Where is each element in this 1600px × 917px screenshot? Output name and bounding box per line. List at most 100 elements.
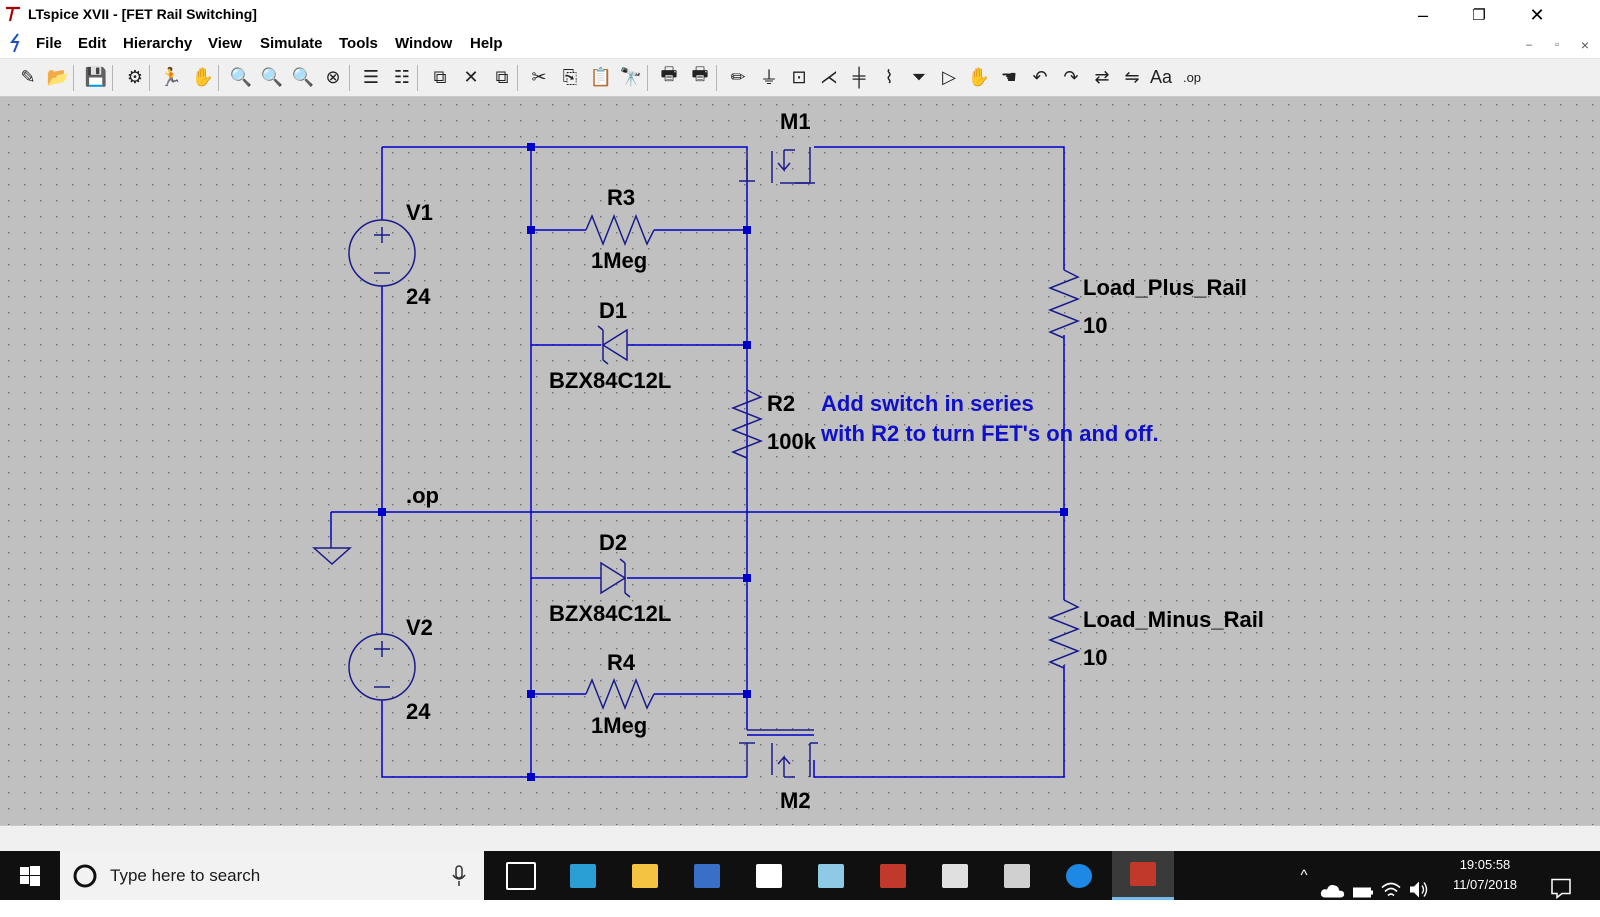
taskbar-search-box[interactable]: Type here to search (60, 851, 484, 900)
store-icon[interactable] (552, 851, 614, 900)
cascade-icon[interactable]: ⧉ (433, 66, 447, 87)
paint-icon[interactable] (986, 851, 1048, 900)
zoom-cancel-icon[interactable]: ⊗ (325, 66, 341, 87)
microphone-icon[interactable] (452, 865, 466, 887)
ground-icon[interactable]: ⏚ (760, 68, 778, 88)
load-minus-label[interactable]: Load_Minus_Rail (1083, 607, 1264, 632)
capacitor-icon[interactable]: ╪ (852, 66, 866, 87)
edge-icon[interactable] (1048, 851, 1110, 900)
network-icon[interactable] (1380, 865, 1402, 914)
calculator-icon[interactable] (924, 851, 986, 900)
start-button[interactable] (0, 851, 60, 900)
load-plus-resistor[interactable] (1047, 269, 1081, 339)
print-icon[interactable]: 🖶 (660, 64, 678, 84)
cut-icon[interactable]: ✂ (531, 66, 547, 87)
r4-value[interactable]: 1Meg (591, 713, 647, 738)
d1-label[interactable]: D1 (599, 298, 627, 323)
open-icon[interactable]: 📂 (46, 66, 70, 87)
ground-symbol[interactable] (312, 540, 352, 566)
ltspice-icon[interactable] (862, 851, 924, 900)
r3-label[interactable]: R3 (607, 185, 635, 210)
cascade-2-icon[interactable]: ⧉ (495, 66, 509, 87)
zoom-out-icon[interactable]: 🔍 (291, 66, 315, 87)
d2-label[interactable]: D2 (599, 530, 627, 555)
zoom-in-icon[interactable]: 🔍 (229, 66, 253, 87)
comment-line-2[interactable]: with R2 to turn FET's on and off. (820, 421, 1159, 446)
load-minus-resistor[interactable] (1047, 599, 1081, 669)
find-icon[interactable]: 🔭 (619, 66, 643, 87)
notes-icon[interactable] (800, 851, 862, 900)
minimize-button[interactable]: – (1417, 4, 1428, 25)
close-button[interactable]: ✕ (1529, 4, 1545, 25)
r4-label[interactable]: R4 (607, 650, 636, 675)
menu-simulate[interactable]: Simulate (260, 35, 323, 52)
ltspice-app-icon[interactable] (4, 5, 22, 23)
label-net-icon[interactable]: ⊡ (791, 66, 807, 87)
battery-icon[interactable] (1352, 868, 1374, 917)
close-windows-icon[interactable]: ✕ (463, 66, 479, 87)
m1-label[interactable]: M1 (780, 109, 811, 134)
inductor-icon[interactable]: ⌇ (884, 66, 894, 87)
pan-icon[interactable]: ✋ (191, 66, 215, 87)
comment-line-1[interactable]: Add switch in series (821, 391, 1034, 416)
m2-label[interactable]: M2 (780, 788, 811, 813)
menu-window[interactable]: Window (395, 35, 453, 52)
d2-zener-diode[interactable] (600, 558, 631, 598)
mirror-icon[interactable]: ⇋ (1124, 66, 1140, 87)
zoom-full-icon[interactable]: 🔍 (260, 66, 284, 87)
load-plus-label[interactable]: Load_Plus_Rail (1083, 275, 1247, 300)
m2-mosfet[interactable] (739, 729, 818, 778)
r2-value[interactable]: 100k (767, 429, 817, 454)
spice-directive-icon[interactable]: .op (1182, 69, 1202, 85)
v1-label[interactable]: V1 (406, 200, 433, 225)
v1-value[interactable]: 24 (406, 284, 431, 309)
menu-help[interactable]: Help (470, 35, 503, 52)
component-icon[interactable]: ▷ (942, 66, 956, 87)
menu-edit[interactable]: Edit (78, 35, 107, 52)
taskbar-clock[interactable]: 19:05:58 11/07/2018 (1440, 855, 1530, 895)
menu-file[interactable]: File (36, 35, 62, 52)
run-icon[interactable]: 🏃 (159, 66, 183, 87)
document-icon[interactable] (6, 32, 26, 54)
onedrive-icon[interactable] (1320, 866, 1346, 915)
wire-icon[interactable]: ✏ (730, 66, 746, 87)
document-icon[interactable] (738, 851, 800, 900)
m1-mosfet[interactable] (739, 147, 815, 184)
r3-resistor[interactable] (585, 213, 655, 247)
print-preview-icon[interactable]: 🖶 (691, 64, 709, 84)
mdi-restore-button[interactable]: ▫ (1555, 39, 1559, 51)
mdi-close-button[interactable]: × (1580, 37, 1590, 53)
menu-hierarchy[interactable]: Hierarchy (123, 35, 193, 52)
action-center-icon[interactable] (1550, 864, 1572, 913)
r3-value[interactable]: 1Meg (591, 248, 647, 273)
new-schematic-icon[interactable]: ✎ (20, 66, 36, 87)
d1-zener-diode[interactable] (597, 325, 628, 365)
file-explorer-icon[interactable] (614, 851, 676, 900)
rotate-icon[interactable]: ⇄ (1094, 66, 1110, 87)
v2-label[interactable]: V2 (406, 615, 433, 640)
d2-value[interactable]: BZX84C12L (549, 601, 671, 626)
volume-icon[interactable] (1408, 865, 1430, 914)
v1-voltage-source[interactable] (348, 219, 416, 287)
v2-value[interactable]: 24 (406, 699, 431, 724)
move-icon[interactable]: ✋ (967, 66, 991, 87)
load-plus-value[interactable]: 10 (1083, 313, 1107, 338)
diode-icon[interactable]: ⏷ (911, 66, 927, 87)
r2-resistor[interactable] (730, 389, 764, 459)
menu-view[interactable]: View (208, 35, 242, 52)
control-panel-icon[interactable]: ⚙ (126, 66, 144, 87)
bank-icon[interactable] (676, 851, 738, 900)
text-icon[interactable]: Aa (1149, 66, 1173, 87)
tray-overflow-icon[interactable]: ^ (1300, 867, 1308, 884)
copy-icon[interactable]: ⎘ (562, 66, 578, 87)
task-view-icon[interactable] (490, 851, 552, 900)
op-directive[interactable]: .op (406, 483, 439, 508)
resistor-icon[interactable]: ⋌ (820, 66, 838, 87)
save-icon[interactable]: 💾 (84, 66, 108, 87)
load-minus-value[interactable]: 10 (1083, 645, 1107, 670)
drag-icon[interactable]: ☚ (1000, 66, 1018, 87)
r2-label[interactable]: R2 (767, 391, 795, 416)
redo-icon[interactable]: ↷ (1063, 66, 1079, 87)
schematic-canvas[interactable]: M1 M2 V1 24 V2 24 R3 1Meg D1 BZX84C12L R… (0, 97, 1600, 825)
undo-icon[interactable]: ↶ (1032, 66, 1048, 87)
